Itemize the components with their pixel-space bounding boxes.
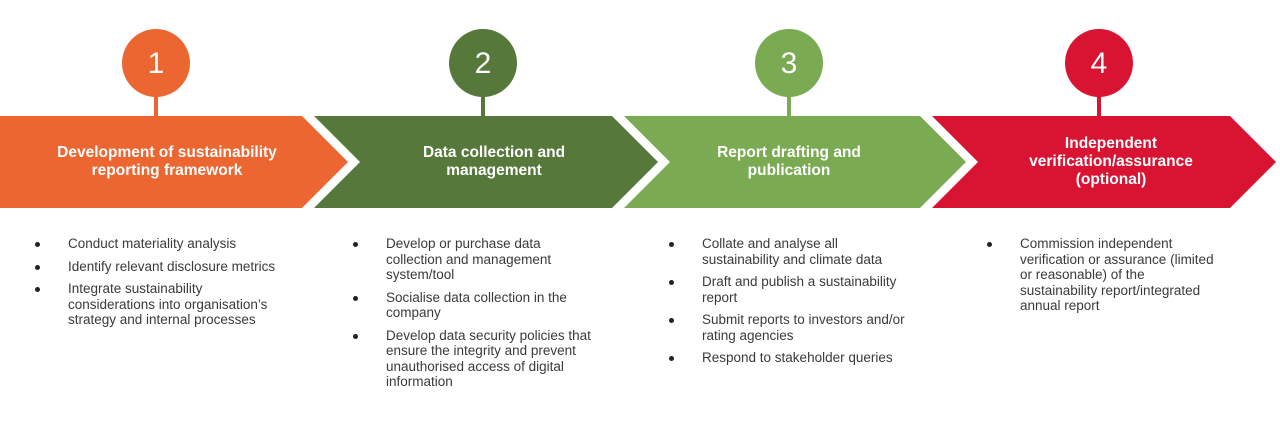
stage-2-stem	[481, 90, 485, 118]
list-item: Identify relevant disclosure metrics	[32, 259, 292, 275]
stage-4-stem	[1097, 90, 1101, 118]
list-item: Respond to stakeholder queries	[666, 350, 914, 366]
stage-4-number: 4	[1090, 47, 1108, 80]
stage-3-stem	[787, 90, 791, 118]
list-item: Submit reports to investors and/or ratin…	[666, 312, 914, 343]
stage-2-circle	[449, 29, 517, 97]
stage-2-title: Data collection and management	[422, 144, 566, 179]
stage-1-number: 1	[147, 47, 165, 80]
list-item: Draft and publish a sustainability repor…	[666, 274, 914, 305]
list-item: Collate and analyse all sustainability a…	[666, 236, 914, 267]
stage-2-bullets: Develop or purchase data collection and …	[350, 236, 596, 397]
list-item: Develop or purchase data collection and …	[350, 236, 596, 283]
list-item: Socialise data collection in the company	[350, 290, 596, 321]
list-item: Commission independent verification or a…	[984, 236, 1222, 314]
stage-1-title: Development of sustainability reporting …	[57, 144, 277, 179]
stage-3-bullets: Collate and analyse all sustainability a…	[666, 236, 914, 373]
stage-1-arrow	[0, 116, 348, 208]
stage-1-stem	[154, 90, 158, 118]
stage-1-circle	[122, 29, 190, 97]
stage-3-circle	[755, 29, 823, 97]
stage-2-arrow	[314, 116, 658, 208]
stage-4-arrow	[932, 116, 1276, 208]
stage-3-title: Report drafting and publication	[717, 144, 861, 179]
stage-2-number: 2	[474, 47, 492, 80]
stage-4-bullets: Commission independent verification or a…	[984, 236, 1222, 321]
list-item: Develop data security policies that ensu…	[350, 328, 596, 390]
stage-3-arrow	[624, 116, 966, 208]
list-item: Conduct materiality analysis	[32, 236, 292, 252]
stage-1-bullets: Conduct materiality analysis Identify re…	[32, 236, 292, 335]
stage-4-circle	[1065, 29, 1133, 97]
stage-3-number: 3	[780, 47, 798, 80]
list-item: Integrate sustainability considerations …	[32, 281, 292, 328]
stage-4-title: Independent verification/assurance (opti…	[1029, 135, 1193, 188]
